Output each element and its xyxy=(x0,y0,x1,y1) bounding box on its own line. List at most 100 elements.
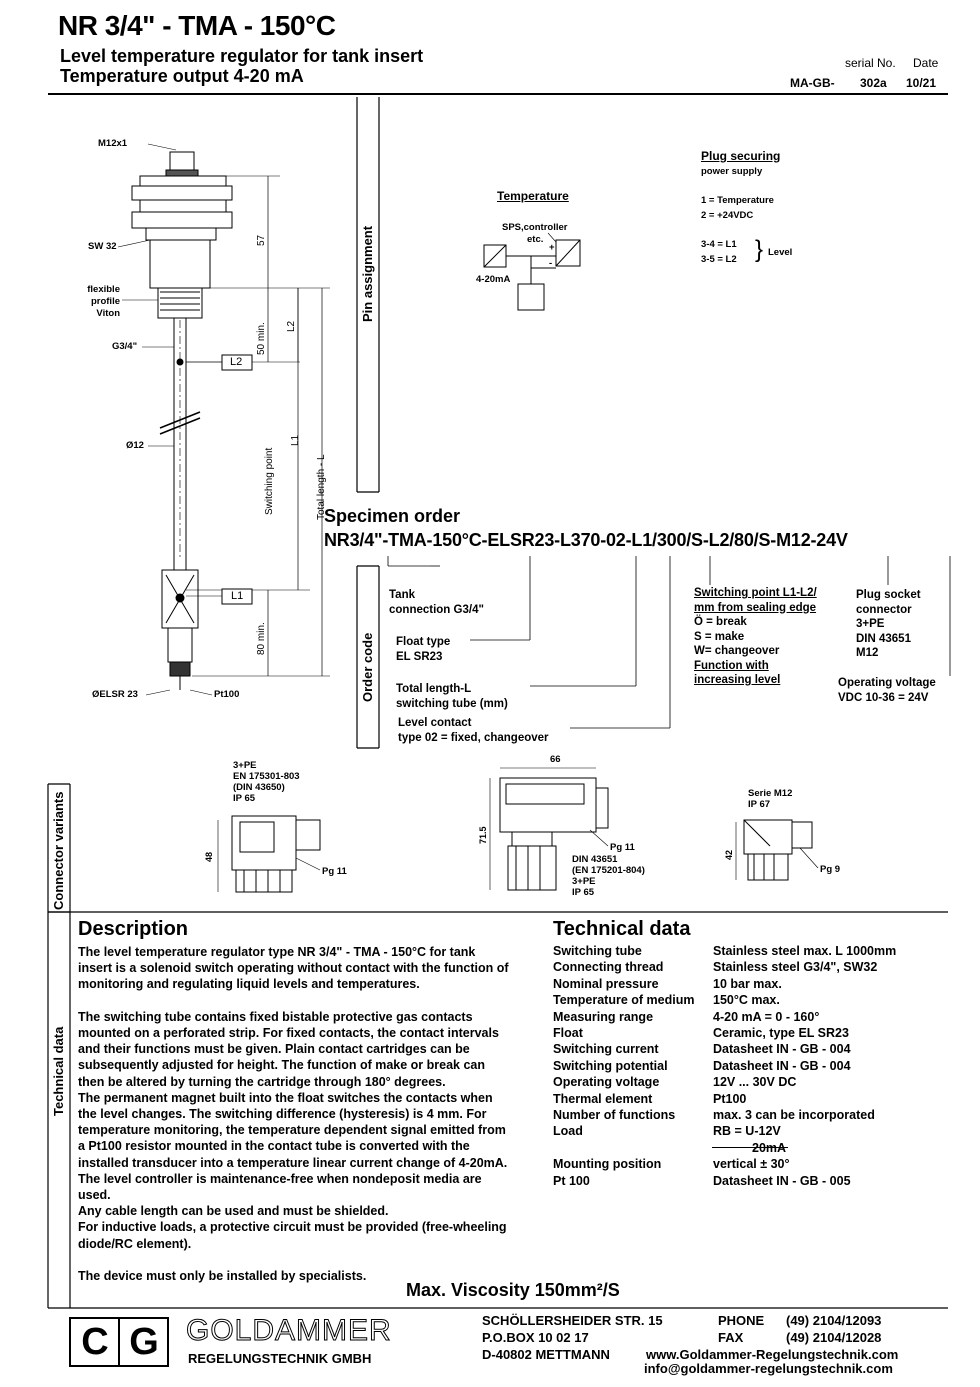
description-line: The device must only be installed by spe… xyxy=(78,1269,367,1284)
c1-dim: 48 xyxy=(204,851,214,862)
c2-line-1: DIN 43651 xyxy=(572,854,618,865)
logo-c: C xyxy=(81,1321,109,1363)
label-g34: G3/4" xyxy=(112,341,138,352)
order-tank: Tank connection G3/4" xyxy=(389,588,484,617)
serial-number: 302a xyxy=(860,76,887,90)
order-float-1: Float type xyxy=(396,636,451,648)
tech-value: Stainless steel G3/4", SW32 xyxy=(713,960,878,975)
description-line: The switching tube contains fixed bistab… xyxy=(78,1009,473,1024)
description-line: mounted on a perforated strip. For fixed… xyxy=(78,1026,499,1040)
logo-g: G xyxy=(129,1321,159,1363)
order-plug-socket: Plug socket connector 3+PE DIN 43651 M12 xyxy=(856,588,921,661)
c2-line-3: 3+PE xyxy=(572,876,596,887)
tech-key: Connecting thread xyxy=(553,960,664,975)
tech-key: Switching current xyxy=(553,1042,659,1057)
description-line: insert is a solenoid switch operating wi… xyxy=(78,961,509,976)
pin-temp-title: Temperature xyxy=(497,189,569,203)
c3-pg: Pg 9 xyxy=(820,864,841,875)
order-tank-1: Tank xyxy=(389,589,415,601)
c3-dim: 42 xyxy=(724,849,734,860)
technical-data-title: Technical data xyxy=(553,918,691,940)
order-float-2: EL SR23 xyxy=(396,650,443,663)
order-switching-point: Switching point L1-L2/ mm from sealing e… xyxy=(694,586,817,688)
section-order-code: Order code xyxy=(360,632,375,702)
description-title: Description xyxy=(78,918,189,940)
pin-2: 2 = +24VDC xyxy=(701,210,754,221)
address-2: P.O.BOX 10 02 17 xyxy=(482,1330,589,1345)
flex-line-2: profile xyxy=(90,296,120,307)
c1-line-4: IP 65 xyxy=(233,793,256,804)
order-sw-1: Switching point L1-L2/ xyxy=(694,587,817,599)
order-level-contact: Level contact type 02 = fixed, changeove… xyxy=(398,716,549,745)
c2-line-2: (EN 175201-804) xyxy=(572,865,645,876)
section-connector-variants: Connector variants xyxy=(51,791,66,910)
company-sub: REGELUNGSTECHNIK GMBH xyxy=(188,1351,372,1366)
header-rule xyxy=(48,93,948,95)
specimen-order-code: NR3/4"-TMA-150°C-ELSR23-L370-02-L1/300/S… xyxy=(324,530,848,550)
specimen-order-title: Specimen order xyxy=(324,506,461,526)
website-link[interactable]: www.Goldammer-Regelungstechnik.com xyxy=(646,1347,899,1362)
tech-key: Mounting position xyxy=(553,1157,662,1172)
tech-value: 4-20 mA = 0 - 160° xyxy=(713,1009,820,1024)
phone-number: (49) 2104/12093 xyxy=(786,1313,882,1328)
order-plug-5: M12 xyxy=(856,647,879,659)
address-1: SCHÖLLERSHEIDER STR. 15 xyxy=(482,1313,663,1328)
dim-80-min: 80 min. xyxy=(256,622,267,655)
company-name: GOLDAMMER xyxy=(186,1314,392,1348)
c3-line-2: IP 67 xyxy=(748,799,771,810)
pin-ma: 4-20mA xyxy=(476,274,511,285)
serial-prefix: MA-GB- xyxy=(790,76,835,90)
plug-sub: power supply xyxy=(701,166,763,177)
pin-1: 1 = Temperature xyxy=(701,195,774,206)
order-float: Float type EL SR23 xyxy=(396,635,450,664)
phone-label: PHONE xyxy=(718,1313,765,1328)
tech-value: Pt100 xyxy=(713,1091,747,1106)
tech-key: Switching tube xyxy=(553,944,642,958)
c2-pg: Pg 11 xyxy=(610,842,635,853)
description-line: The permanent magnet built into the floa… xyxy=(78,1090,493,1105)
document-date: 10/21 xyxy=(906,76,937,90)
description-line: The level controller is maintenance-free… xyxy=(78,1171,482,1186)
label-sw32: SW 32 xyxy=(88,241,117,252)
order-sw-4: S = make xyxy=(694,630,745,643)
description-line: diode/RC element). xyxy=(78,1236,192,1251)
fax-number: (49) 2104/12028 xyxy=(786,1330,882,1345)
c2-dim-66: 66 xyxy=(550,754,561,765)
order-volt-1: Operating voltage xyxy=(838,677,936,689)
tech-value: 12V ... 30V DC xyxy=(713,1075,797,1090)
address-3: D-40802 METTMANN xyxy=(482,1347,610,1362)
tech-key: Pt 100 xyxy=(553,1173,590,1188)
page-title: NR 3/4" - TMA - 150°C xyxy=(58,10,336,41)
tech-value: RB = U-12V xyxy=(713,1124,781,1139)
tech-key: Load xyxy=(553,1124,583,1139)
fraction-line xyxy=(712,1147,788,1148)
c2-dim-71: 71.5 xyxy=(478,826,488,844)
order-plug-2: connector xyxy=(856,603,912,616)
dim-l2: L2 xyxy=(286,320,297,332)
email-link[interactable]: info@goldammer-regelungstechnik.com xyxy=(644,1361,893,1376)
tech-value: Stainless steel max. L 1000mm xyxy=(713,944,897,958)
order-plug-1: Plug socket xyxy=(856,589,921,601)
order-contact-1: Level contact xyxy=(398,717,472,729)
order-sw-2: mm from sealing edge xyxy=(694,601,817,614)
description-line: the level changes. The switching differe… xyxy=(78,1107,487,1122)
tech-key: Float xyxy=(553,1026,583,1040)
date-label: Date xyxy=(913,56,939,70)
label-d12: Ø12 xyxy=(126,440,144,451)
description-line: a Pt100 resistor mounted in the contact … xyxy=(78,1139,470,1154)
order-sw-7: increasing level xyxy=(694,674,781,686)
description-line xyxy=(78,993,548,1009)
order-plug-3: 3+PE xyxy=(856,618,885,630)
dim-switching-point: Switching point xyxy=(264,447,275,515)
tech-value: 10 bar max. xyxy=(713,976,782,991)
order-total-1: Total length-L xyxy=(396,683,472,695)
order-sw-3: Ö = break xyxy=(694,616,747,628)
max-viscosity: Max. Viscosity 150mm²/S xyxy=(406,1280,620,1300)
tech-key: Nominal pressure xyxy=(553,976,659,991)
tech-value: max. 3 can be incorporated xyxy=(713,1108,875,1122)
tech-value: Datasheet IN - GB - 004 xyxy=(713,1042,851,1057)
connector-3-spec: Serie M12 IP 67 xyxy=(748,788,792,810)
order-total-length: Total length-L switching tube (mm) xyxy=(396,682,508,711)
marker-l2: L2 xyxy=(230,356,243,368)
